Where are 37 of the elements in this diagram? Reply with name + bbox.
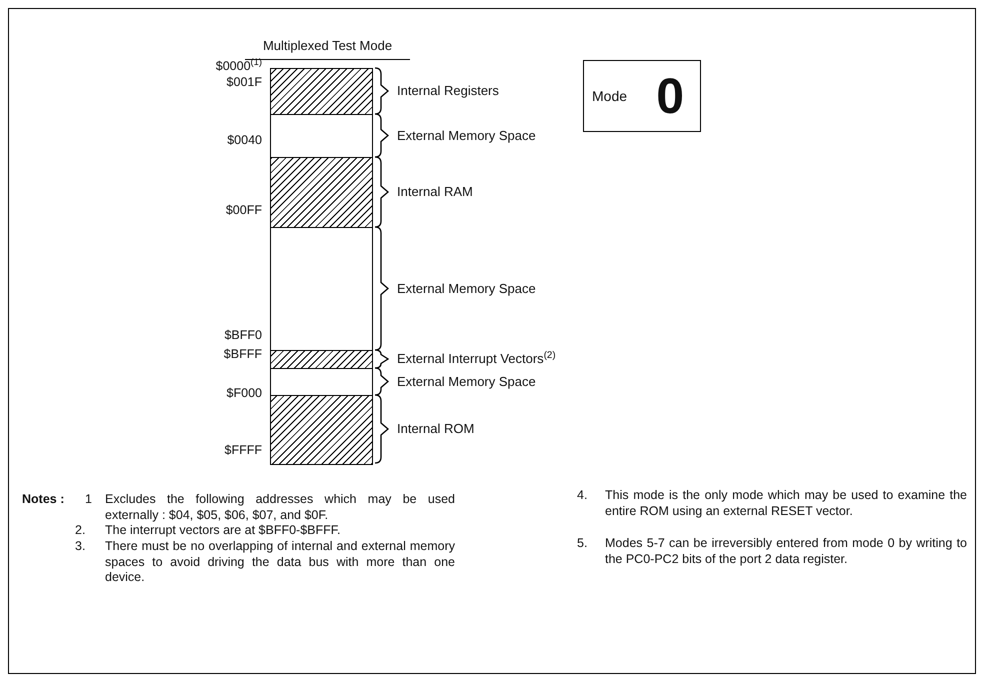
address-label: $0000$^{(1)}$ xyxy=(216,60,262,72)
memory-segment xyxy=(270,114,373,158)
note-number: 3. xyxy=(75,539,86,554)
hatched-memory-segment xyxy=(270,350,373,370)
note-text: The interrupt vectors are at $BFF0-$BFFF. xyxy=(105,523,342,538)
mode-box xyxy=(583,60,701,132)
note-text: Excludes the following addresses which may be used externally : $04, $05, $06, $07, and $0F. xyxy=(105,492,455,523)
note-number: 2. xyxy=(75,523,86,538)
segment-label: External Memory Space xyxy=(397,128,536,142)
hatched-memory-segment xyxy=(270,395,373,464)
mode-label: Mode xyxy=(592,86,628,106)
segment-label: External Memory Space xyxy=(397,282,536,294)
note-text: Modes 5-7 can be irreversibly entered from mode 0 by writing to the PC0-PC2 bits of the port 2 data register. xyxy=(605,536,967,567)
note-text: This mode is the only mode which may be used to examine the entire ROM using an external RESET vector. xyxy=(605,488,967,519)
diagram-title: Multiplexed Test Mode xyxy=(245,36,410,60)
note-number: 4. xyxy=(577,488,588,504)
segment-label: Internal ROM xyxy=(397,422,474,435)
segment-label: Internal Registers xyxy=(397,84,499,97)
note-text: There must be no overlapping of internal and external memory spaces to avoid driving the data bus with more than one device. xyxy=(105,539,455,586)
note-number: 5. xyxy=(577,536,588,552)
note-number: 1 xyxy=(85,492,93,508)
hatched-memory-segment xyxy=(270,157,373,228)
memory-segment xyxy=(270,368,373,396)
memory-segment xyxy=(270,227,373,352)
hatched-memory-segment xyxy=(270,68,373,116)
notes-heading: Notes : xyxy=(22,492,66,508)
segment-label: External Interrupt Vectors$^{(2)}$ xyxy=(397,352,556,365)
segment-label: Internal RAM xyxy=(397,185,473,198)
mode-number: 0 xyxy=(656,71,684,121)
address-label: $001F xyxy=(226,76,262,88)
address-label: $FFFF xyxy=(224,444,262,456)
address-label: $BFF0 xyxy=(224,329,262,342)
address-label: $F000 xyxy=(226,387,262,400)
segment-label: External Memory Space xyxy=(397,374,536,388)
address-label: $0040 xyxy=(227,134,262,146)
address-label: $00FF xyxy=(226,204,262,216)
address-label: $BFFF xyxy=(224,348,262,360)
